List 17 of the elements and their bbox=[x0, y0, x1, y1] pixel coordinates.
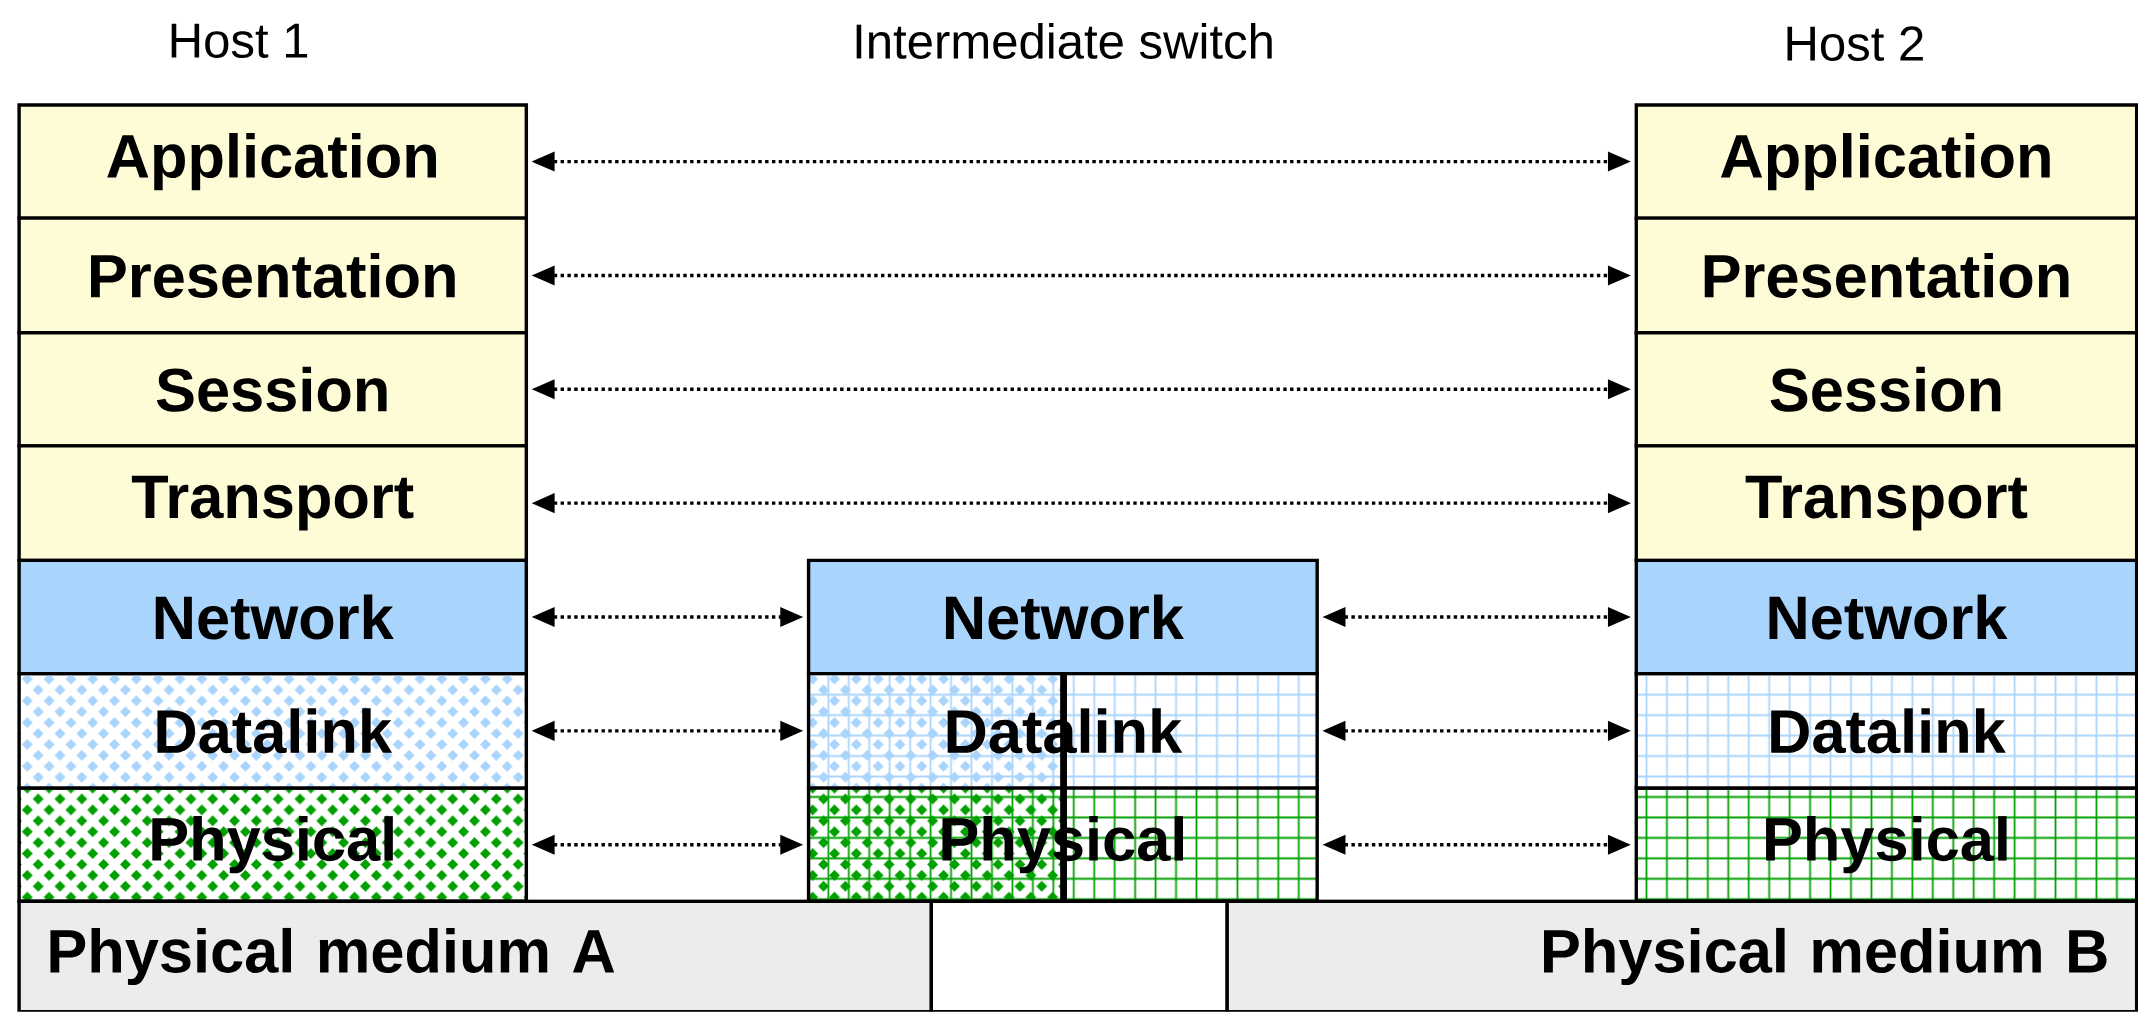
layer-box: Transport bbox=[17, 444, 529, 563]
layer-box: Session bbox=[1634, 331, 2138, 448]
layer-box: Transport bbox=[1634, 444, 2138, 563]
heading-label: Host 1 bbox=[171, 23, 308, 59]
medium-box: Physical medium B bbox=[1225, 899, 2138, 1012]
layer-box: Application bbox=[1634, 103, 2138, 220]
layer-box: Session bbox=[17, 331, 529, 448]
layer-box: Datalink bbox=[1634, 672, 2138, 790]
layer-box: Application bbox=[17, 103, 529, 220]
layer-box: Datalink bbox=[17, 672, 529, 790]
layer-box: Presentation bbox=[17, 216, 529, 335]
layer-box: Presentation bbox=[1634, 216, 2138, 335]
layer-box: Network bbox=[1634, 558, 2138, 676]
heading-label: Intermediate switch bbox=[856, 23, 1272, 60]
layer-box: Network bbox=[17, 558, 529, 676]
layer-box: Network bbox=[806, 558, 1319, 676]
medium-box: Physical medium A bbox=[17, 899, 933, 1012]
